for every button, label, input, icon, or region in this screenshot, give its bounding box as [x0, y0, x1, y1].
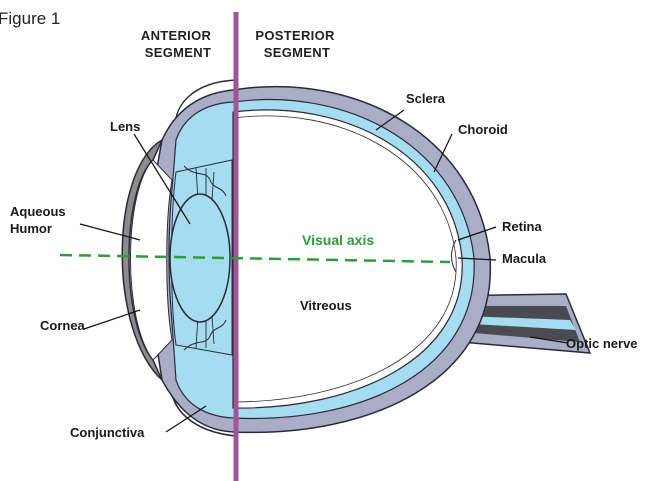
label-optic-nerve: Optic nerve — [566, 336, 638, 351]
label-cornea: Cornea — [40, 318, 86, 333]
figure-label: Figure 1 — [0, 9, 60, 28]
label-retina: Retina — [502, 219, 543, 234]
label-choroid: Choroid — [458, 122, 508, 137]
label-lens: Lens — [110, 119, 140, 134]
label-aqueous-line1: Aqueous — [10, 204, 66, 219]
label-macula: Macula — [502, 251, 547, 266]
posterior-header-line2: SEGMENT — [264, 45, 330, 60]
anterior-header-line1: ANTERIOR — [141, 28, 212, 43]
posterior-segment-header: POSTERIOR SEGMENT — [255, 28, 338, 60]
label-aqueous-line2: Humor — [10, 221, 52, 236]
label-aqueous-humor: Aqueous Humor — [10, 204, 69, 236]
label-conjunctiva: Conjunctiva — [70, 425, 145, 440]
posterior-header-line1: POSTERIOR — [255, 28, 335, 43]
label-visual-axis: Visual axis — [302, 232, 374, 248]
label-vitreous: Vitreous — [300, 298, 352, 313]
label-sclera: Sclera — [406, 91, 446, 106]
anterior-header-line2: SEGMENT — [145, 45, 211, 60]
anterior-segment-header: ANTERIOR SEGMENT — [141, 28, 215, 60]
